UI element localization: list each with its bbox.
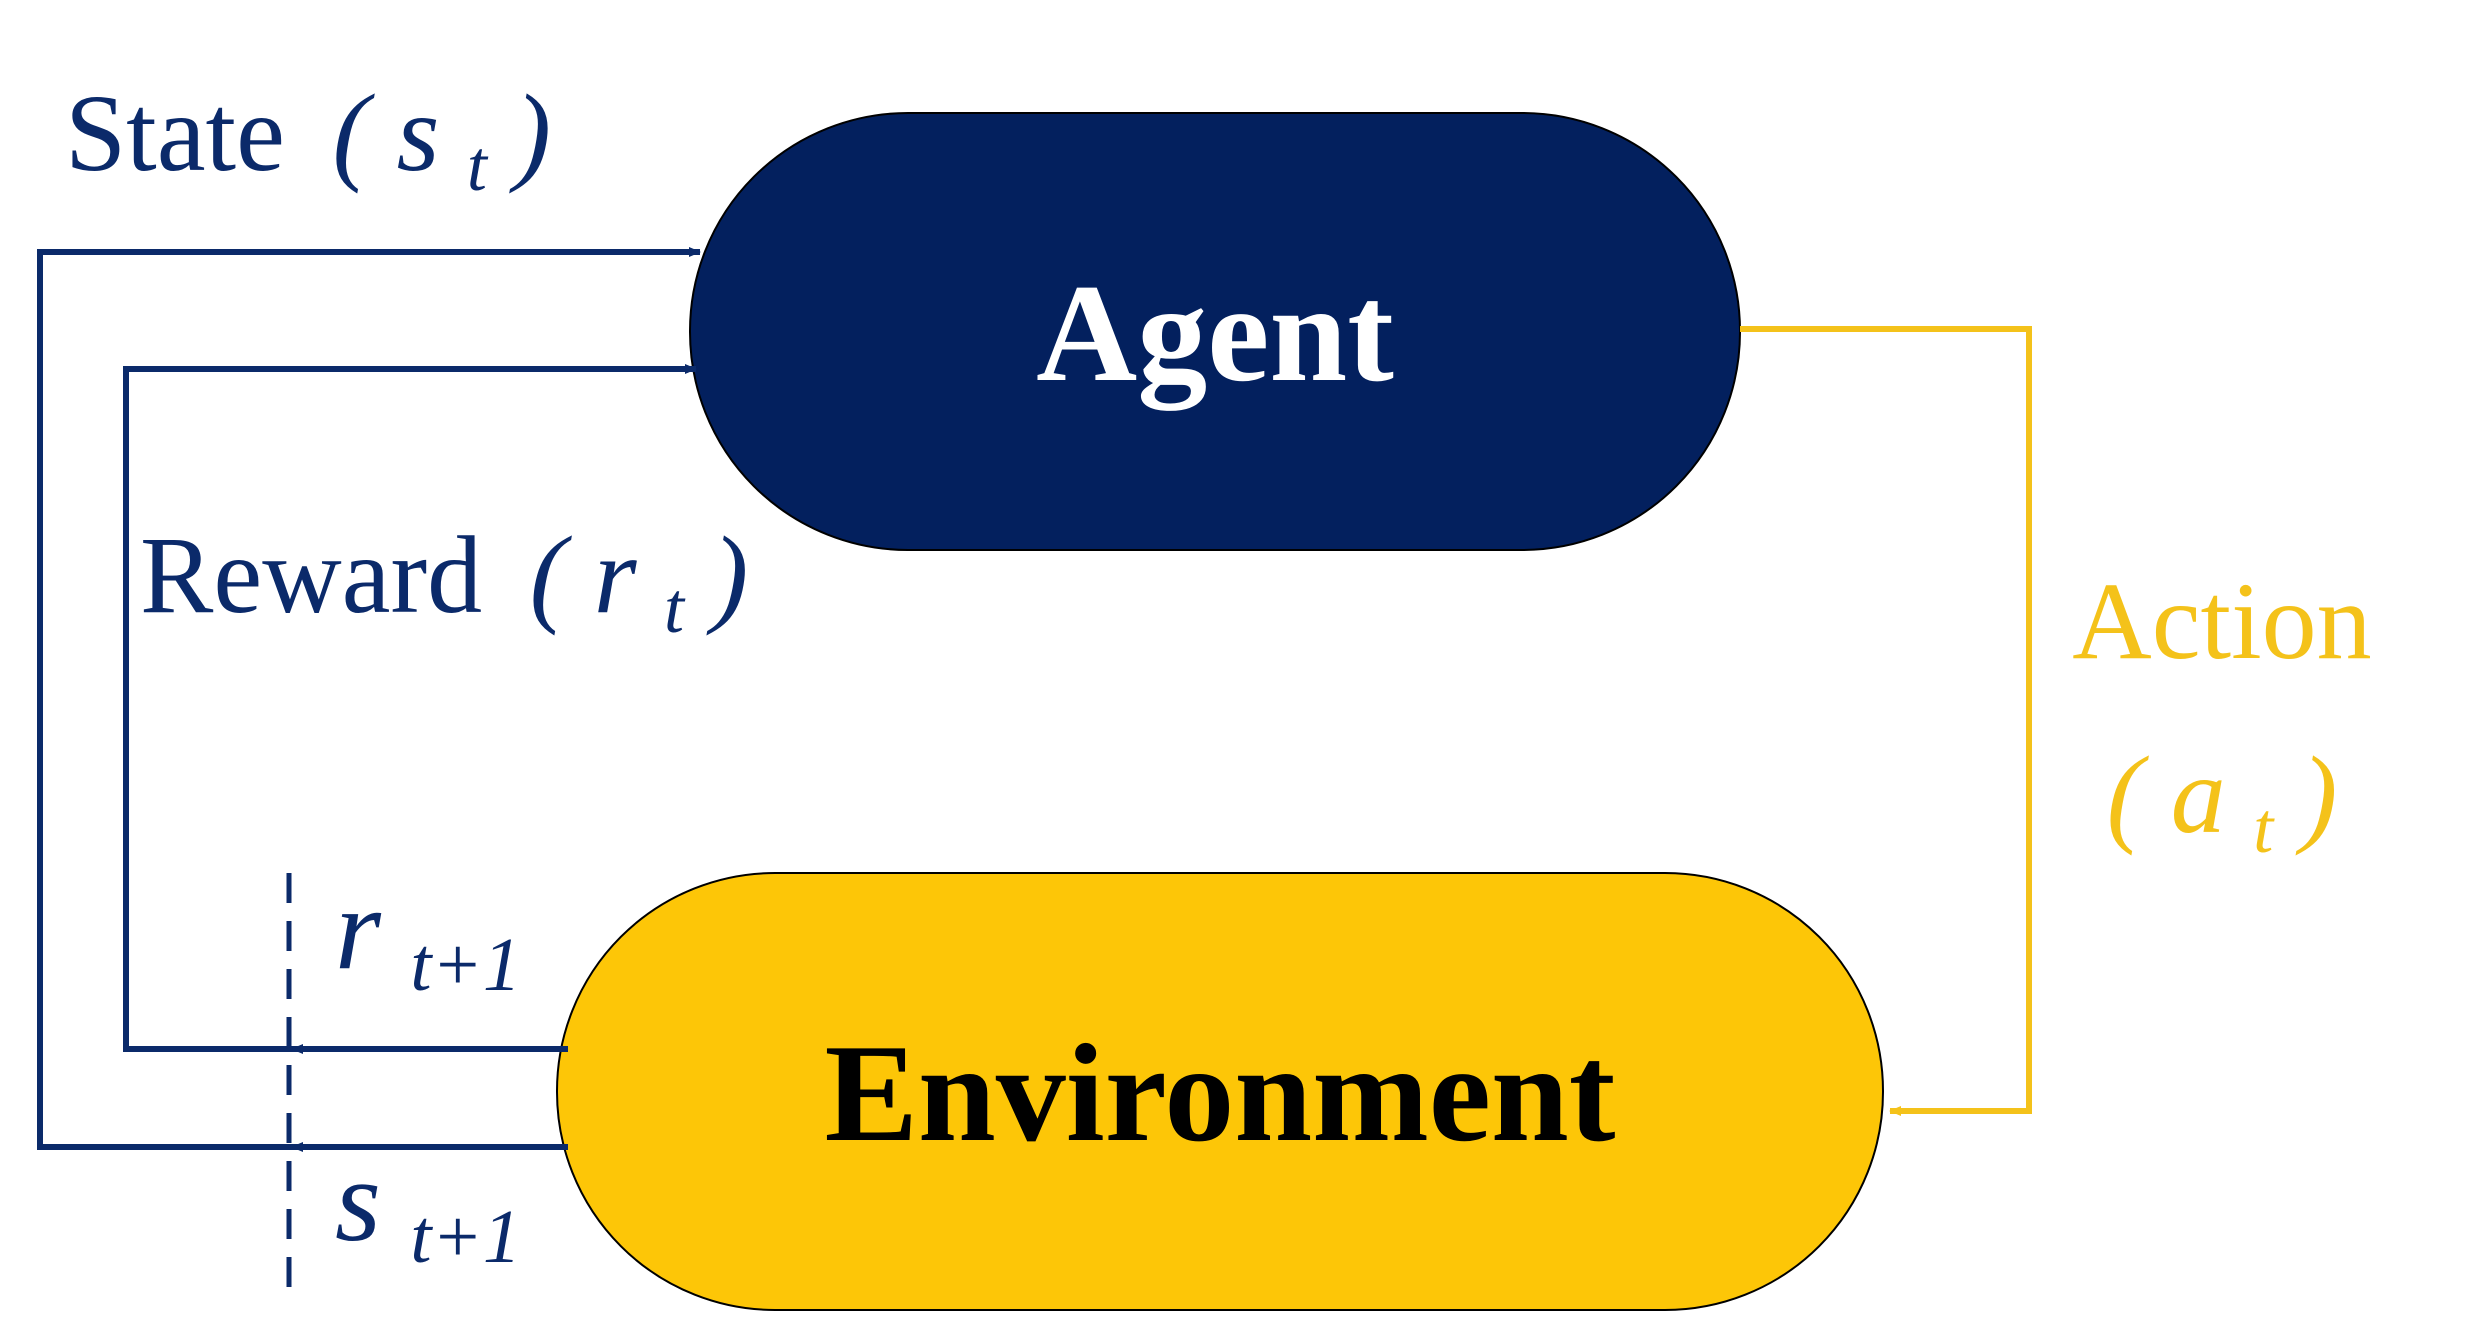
action-label-word: Action [2072, 560, 2371, 682]
agent-node: Agent [689, 112, 1741, 551]
state-label-symbol: s [397, 72, 440, 194]
next-state-label: s t+1 [335, 1135, 521, 1279]
environment-node: Environment [556, 872, 1884, 1311]
reward-label-subscript: t [664, 568, 686, 648]
agent-label: Agent [1036, 256, 1394, 411]
environment-shape [556, 872, 1884, 1311]
next-reward-subscript: t+1 [410, 923, 520, 1007]
action-label-symbol: a [2171, 734, 2226, 856]
reward-label: Reward ( r t ) [140, 514, 748, 656]
environment-label: Environment [825, 1016, 1616, 1171]
state-label-subscript: t [467, 126, 489, 206]
next-state-subscript: t+1 [410, 1195, 520, 1279]
state-label-close: ) [508, 72, 551, 194]
action-label-subscript: t [2253, 788, 2275, 868]
state-label-open: ( [332, 72, 375, 194]
reward-label-word: Reward [140, 514, 482, 636]
action-label-open: ( [2107, 734, 2150, 856]
action-label-close: ) [2295, 734, 2338, 856]
reward-label-close: ) [706, 514, 749, 636]
next-state-symbol: s [335, 1135, 381, 1266]
next-reward-symbol: r [335, 863, 382, 994]
action-arrow [1740, 326, 2032, 1116]
action-label-symbol-group: ( a t ) [2107, 734, 2338, 876]
reward-label-symbol: r [594, 514, 638, 636]
state-label-word: State [65, 72, 285, 194]
reward-label-open: ( [530, 514, 573, 636]
state-label: State ( s t ) [65, 72, 551, 214]
next-reward-label: r t+1 [335, 863, 521, 1007]
